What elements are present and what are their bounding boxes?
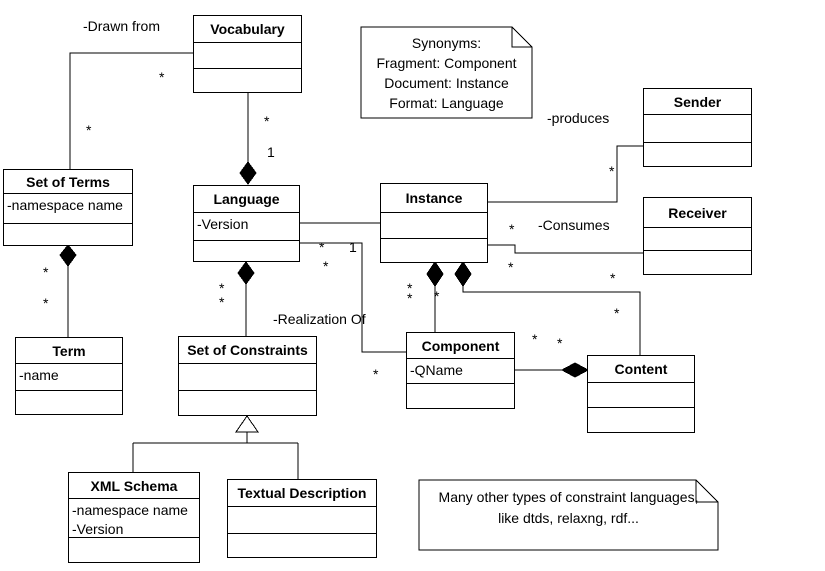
- class-title-instance: Instance: [381, 184, 487, 213]
- multiplicity-marker: *: [159, 69, 165, 85]
- multiplicity-marker: *: [219, 294, 225, 310]
- class-title-xml-schema: XML Schema: [69, 473, 199, 499]
- multiplicity-marker: *: [614, 305, 620, 321]
- class-attributes-textual-description: [228, 507, 376, 534]
- class-operations-instance: [381, 239, 487, 262]
- class-xml-schema[interactable]: XML Schema -namespace name -Version: [68, 472, 200, 563]
- class-attributes-term: -name: [16, 364, 122, 391]
- multiplicity-marker: *: [609, 163, 615, 179]
- composition-diamond-instance-component: [426, 261, 444, 287]
- produces-line: [488, 145, 643, 203]
- class-set-of-terms[interactable]: Set of Terms -namespace name: [3, 169, 133, 246]
- multiplicity-marker: *: [610, 270, 616, 286]
- class-title-term: Term: [16, 338, 122, 364]
- class-attribute: -namespace name: [72, 502, 188, 518]
- consumes-line: [488, 244, 643, 254]
- class-title-language: Language: [194, 186, 299, 213]
- class-operations-set-of-terms: [4, 224, 132, 245]
- class-sender[interactable]: Sender: [643, 88, 752, 167]
- class-operations-textual-description: [228, 534, 376, 557]
- class-term[interactable]: Term -name: [15, 337, 123, 415]
- class-operations-content: [588, 408, 694, 432]
- class-attribute: -Version: [197, 216, 249, 232]
- constraint-languages-note-fold-icon: [695, 480, 718, 503]
- class-operations-xml-schema: [69, 538, 199, 562]
- multiplicity-marker: *: [557, 335, 563, 351]
- composition-diamond-vocabulary-language: [239, 161, 257, 185]
- class-attributes-instance: [381, 213, 487, 239]
- class-attributes-component: -QName: [407, 359, 514, 384]
- class-content[interactable]: Content: [587, 355, 695, 433]
- class-attribute: -namespace name: [7, 197, 123, 213]
- class-operations-set-of-constraints: [179, 391, 316, 415]
- class-title-set-of-constraints: Set of Constraints: [179, 337, 316, 364]
- class-language[interactable]: Language -Version: [193, 185, 300, 262]
- class-operations-term: [16, 391, 122, 414]
- class-title-vocabulary: Vocabulary: [194, 16, 301, 43]
- class-vocabulary[interactable]: Vocabulary: [193, 15, 302, 93]
- class-attributes-set-of-terms: -namespace name: [4, 194, 132, 224]
- class-operations-sender: [644, 143, 751, 166]
- multiplicity-marker: *: [43, 295, 49, 311]
- multiplicity-marker: *: [43, 264, 49, 280]
- multiplicity-marker: *: [219, 280, 225, 296]
- realization-of-line: [300, 242, 406, 353]
- class-attributes-xml-schema: -namespace name -Version: [69, 499, 199, 538]
- drawn-from-label: -Drawn from: [83, 18, 161, 34]
- multiplicity-marker: *: [407, 290, 413, 306]
- multiplicity-marker: *: [407, 280, 413, 296]
- multiplicity-marker: *: [319, 239, 325, 255]
- class-operations-vocabulary: [194, 69, 301, 92]
- class-instance[interactable]: Instance: [380, 183, 488, 263]
- class-receiver[interactable]: Receiver: [643, 197, 752, 275]
- class-attributes-language: -Version: [194, 213, 299, 241]
- class-component[interactable]: Component -QName: [406, 332, 515, 409]
- class-title-component: Component: [407, 333, 514, 359]
- synonyms-note-fold-icon: [511, 27, 532, 48]
- composition-diamond-instance-content: [454, 261, 472, 287]
- generalization-triangle: [235, 415, 259, 433]
- class-title-content: Content: [588, 356, 694, 383]
- multiplicity-marker: *: [508, 259, 514, 275]
- class-attributes-set-of-constraints: [179, 364, 316, 391]
- class-set-of-constraints[interactable]: Set of Constraints: [178, 336, 317, 416]
- class-title-receiver: Receiver: [644, 198, 751, 228]
- multiplicity-marker: *: [264, 113, 270, 129]
- produces-label: -produces: [547, 110, 610, 126]
- multiplicity-marker: *: [86, 122, 92, 138]
- multiplicity-marker: 1: [349, 239, 357, 255]
- instance-content-line: [462, 286, 641, 355]
- multiplicity-marker: *: [373, 366, 379, 382]
- multiplicity-marker: 1: [267, 144, 275, 160]
- class-title-set-of-terms: Set of Terms: [4, 170, 132, 194]
- multiplicity-marker: *: [434, 288, 440, 304]
- multiplicity-marker: *: [509, 221, 515, 237]
- class-attributes-sender: [644, 115, 751, 143]
- multiplicity-marker: *: [323, 258, 329, 274]
- class-operations-language: [194, 241, 299, 261]
- class-attributes-content: [588, 383, 694, 408]
- class-attributes-receiver: [644, 228, 751, 251]
- composition-diamond-language-setofconstraints: [237, 261, 255, 285]
- multiplicity-marker: *: [532, 331, 538, 347]
- consumes-label: -Consumes: [538, 217, 610, 233]
- class-attribute: -name: [19, 367, 59, 383]
- class-textual-description[interactable]: Textual Description: [227, 479, 377, 558]
- composition-diamond-content-component: [560, 362, 590, 378]
- realization-of-label: -Realization Of: [273, 311, 366, 327]
- class-operations-component: [407, 384, 514, 408]
- class-title-textual-description: Textual Description: [228, 480, 376, 507]
- class-attribute: -QName: [410, 362, 463, 378]
- class-title-sender: Sender: [644, 89, 751, 115]
- composition-diamond-setofterms-term: [59, 244, 77, 267]
- constraint-languages-note-body: [418, 479, 719, 551]
- class-attribute: -Version: [72, 521, 124, 537]
- class-operations-receiver: [644, 251, 751, 274]
- synonyms-note-body: [360, 26, 533, 119]
- drawn-from-line: [69, 52, 193, 169]
- class-attributes-vocabulary: [194, 43, 301, 69]
